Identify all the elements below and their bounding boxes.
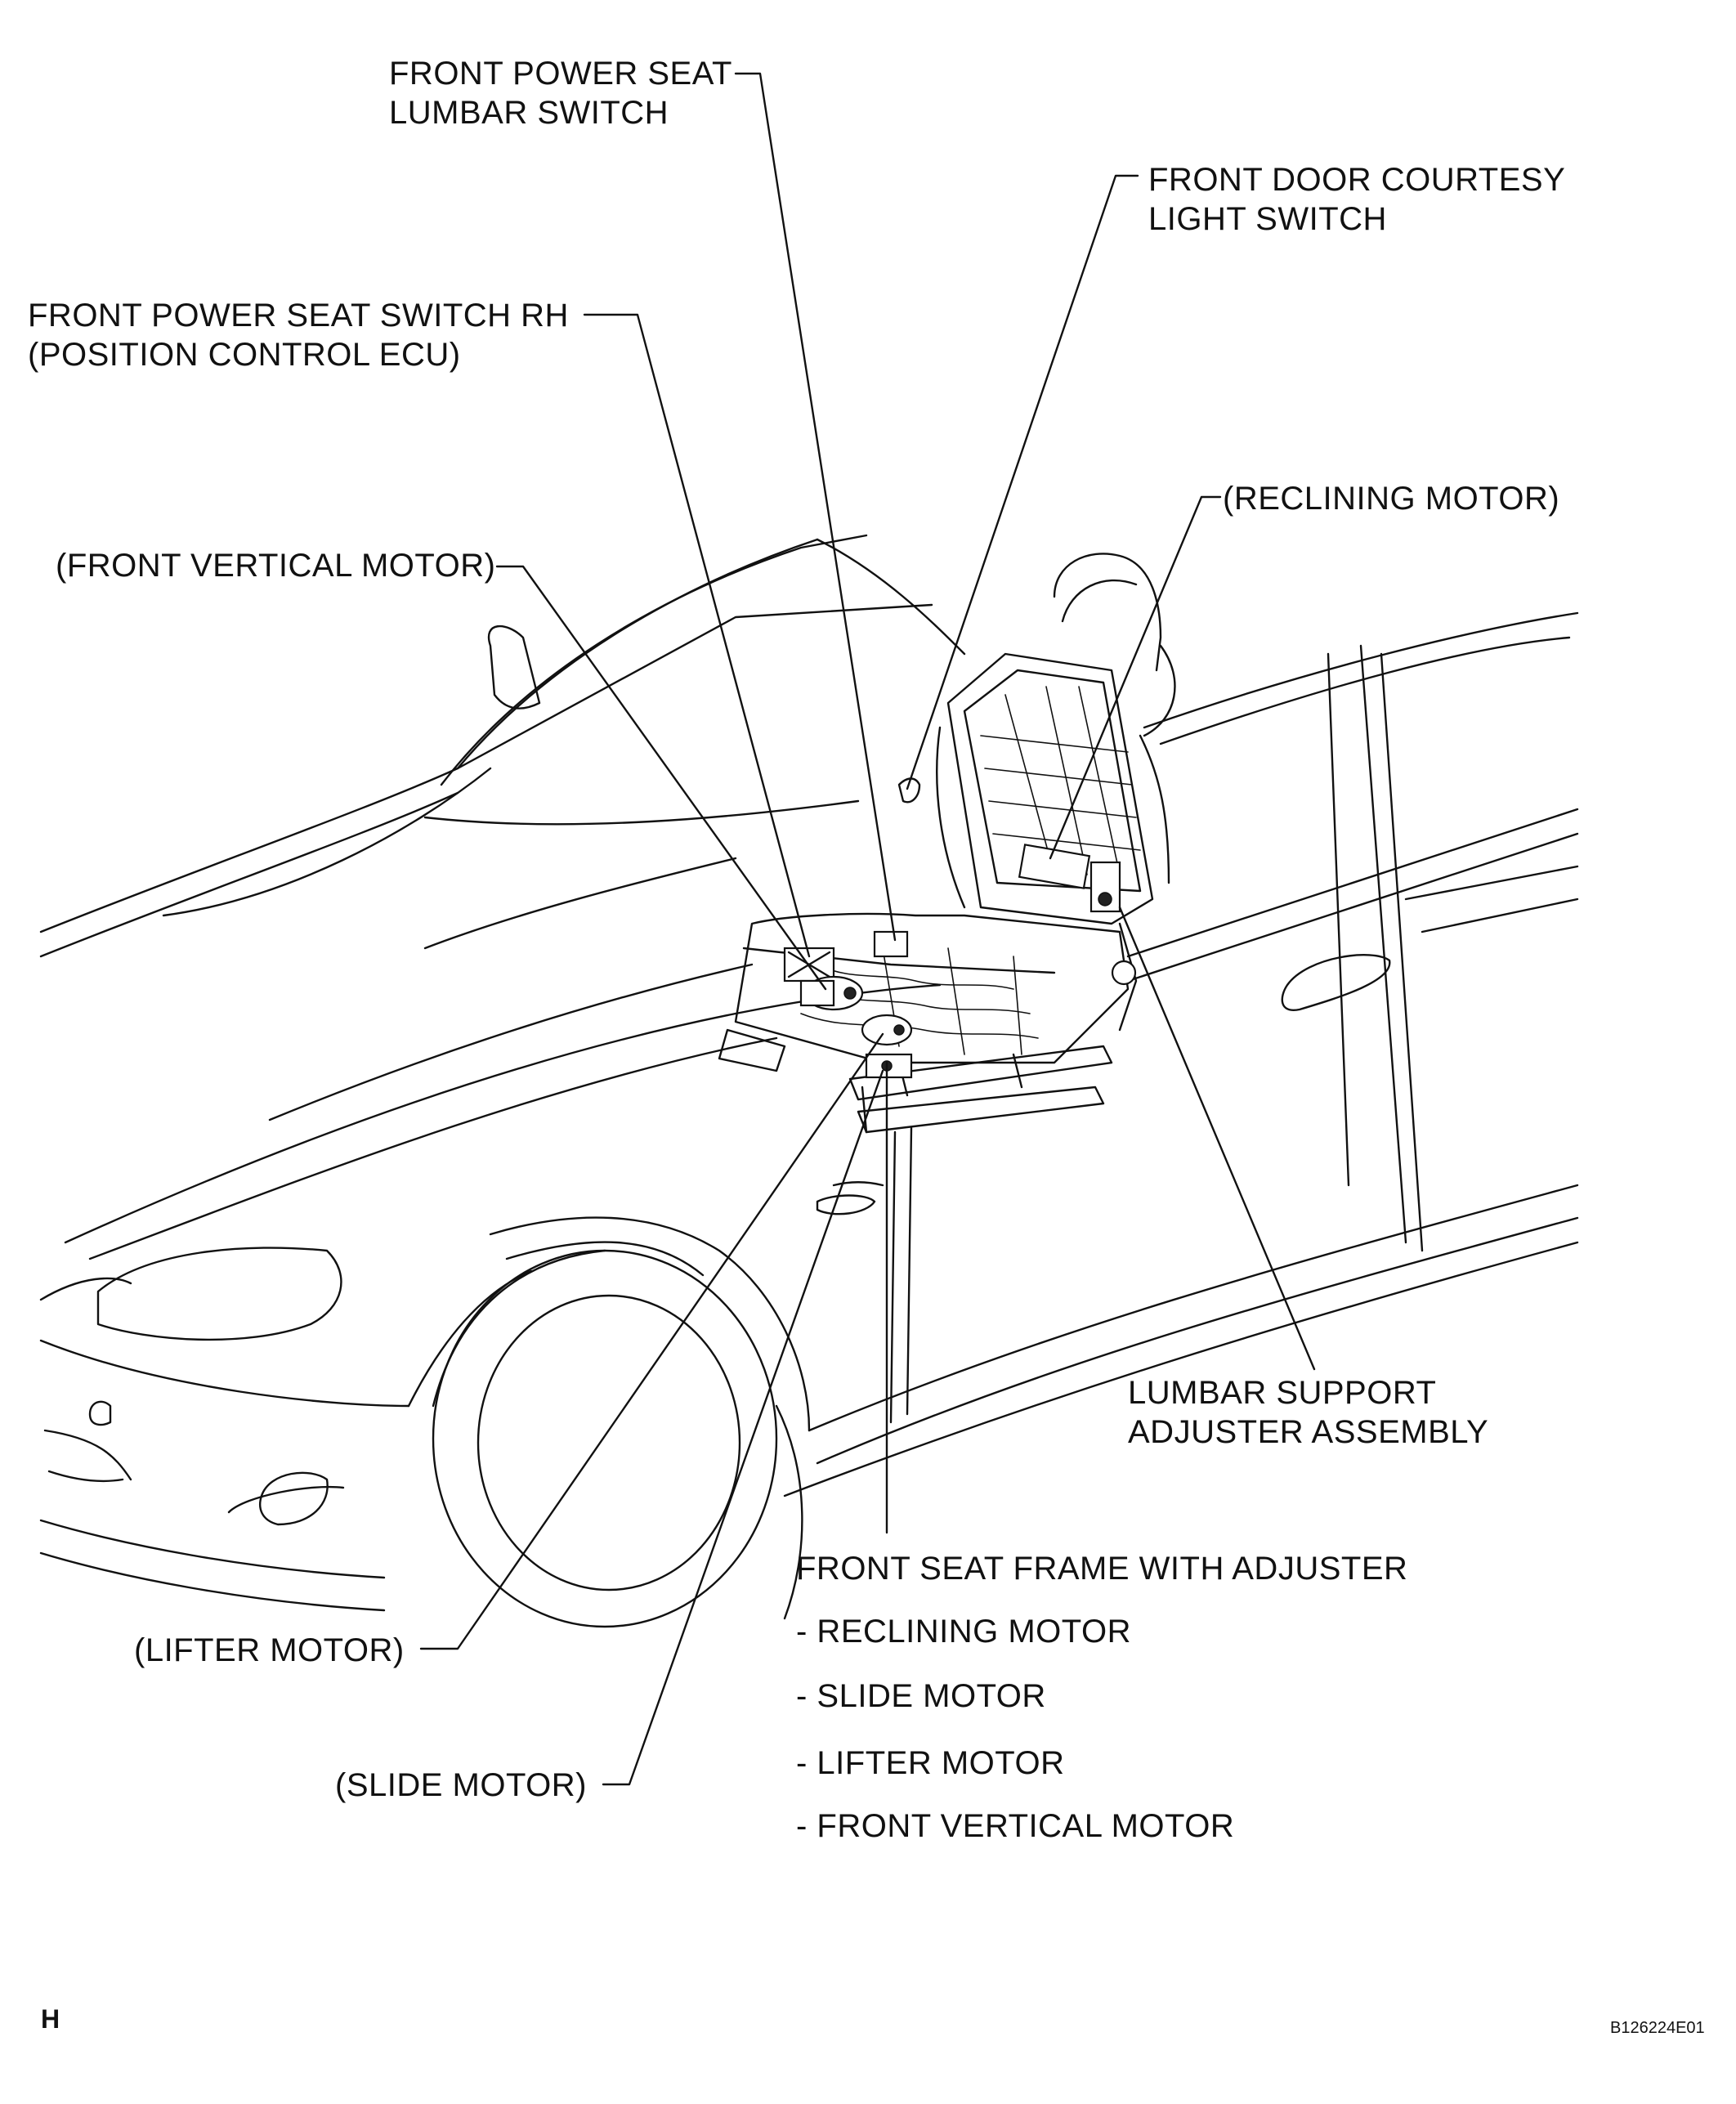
label-seat-frame-title: FRONT SEAT FRAME WITH ADJUSTER — [796, 1551, 1408, 1587]
label-seat-frame-item: - LIFTER MOTOR — [796, 1745, 1065, 1781]
label-reclining-motor: (RECLINING MOTOR) — [1223, 481, 1560, 517]
seat-assembly — [718, 553, 1176, 1134]
label-seat-frame-item: - FRONT VERTICAL MOTOR — [796, 1808, 1235, 1844]
label-courtesy-switch-line2: LIGHT SWITCH — [1148, 201, 1387, 237]
label-slide-motor: (SLIDE MOTOR) — [335, 1767, 588, 1803]
label-courtesy-switch-line1: FRONT DOOR COURTESY — [1148, 162, 1566, 198]
footer-page-marker: H — [41, 2004, 60, 2034]
car-body-outline — [39, 534, 1579, 1628]
label-lumbar-support-line1: LUMBAR SUPPORT — [1128, 1375, 1437, 1411]
label-seat-frame-item: - RECLINING MOTOR — [796, 1614, 1132, 1650]
label-seat-frame-item: - SLIDE MOTOR — [796, 1678, 1046, 1714]
label-lifter-motor: (LIFTER MOTOR) — [134, 1632, 405, 1668]
label-lumbar-switch-line1: FRONT POWER SEAT — [389, 56, 732, 92]
footer-figure-code: B126224E01 — [1610, 2019, 1705, 2037]
label-front-vertical-motor: (FRONT VERTICAL MOTOR) — [56, 548, 496, 584]
label-lumbar-switch-line2: LUMBAR SWITCH — [389, 95, 669, 131]
label-seat-switch-rh-line2: (POSITION CONTROL ECU) — [28, 337, 461, 373]
leader-lines — [419, 72, 1316, 1786]
label-lumbar-support-line2: ADJUSTER ASSEMBLY — [1128, 1414, 1489, 1450]
label-seat-switch-rh-line1: FRONT POWER SEAT SWITCH RH — [28, 298, 569, 334]
